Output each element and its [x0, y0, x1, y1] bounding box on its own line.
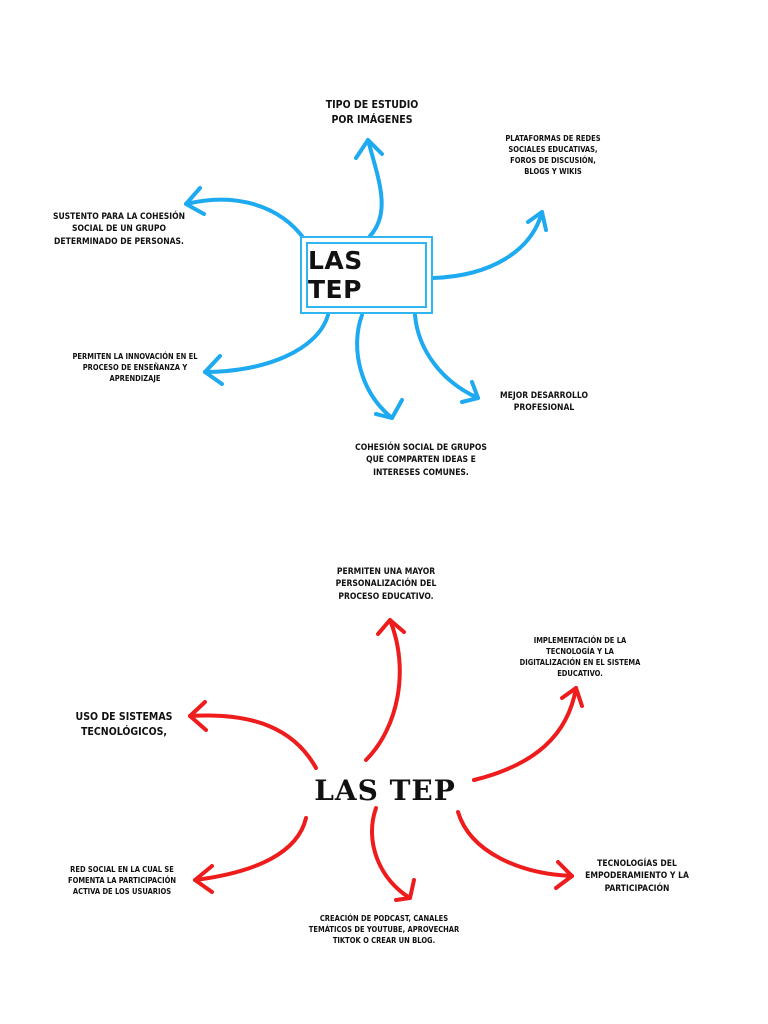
- bottom-node-red-social: Red social en la cual se fomenta la part…: [67, 865, 176, 896]
- top-center-box: LAS TEP: [300, 236, 433, 314]
- arrow-head-cohesion: [374, 398, 404, 420]
- bottom-node-uso-de-sistemas: Uso de sistemas tecnológicos,: [75, 711, 173, 739]
- arrow-head-sustento: [184, 186, 206, 216]
- arrow-head-personalizacion: [376, 618, 406, 636]
- top-center-title: LAS TEP: [306, 242, 427, 308]
- arrow-head-empoderamiento: [554, 860, 574, 890]
- arrow-to-tipo-de-estudio: [366, 138, 384, 238]
- arrow-to-plataformas: [431, 210, 544, 280]
- top-node-innovacion: Permiten la innovación en el proceso de …: [72, 352, 198, 383]
- arrow-to-creacion: [370, 806, 412, 900]
- bottom-center-title: LAS TEP: [314, 773, 456, 807]
- arrow-to-cohesion: [355, 313, 394, 420]
- arrow-head-uso-de-sistemas: [188, 700, 208, 732]
- arrow-head-plataformas: [526, 210, 548, 232]
- bottom-node-empoderamiento: Tecnologías del empoderamiento y la part…: [585, 859, 689, 894]
- arrow-to-uso-de-sistemas: [188, 713, 318, 770]
- top-node-desarrollo: Mejor desarrollo profesional: [500, 391, 588, 414]
- arrow-to-empoderamiento: [456, 810, 574, 878]
- top-node-sustento: Sustento para la cohesión social de un g…: [52, 212, 186, 247]
- arrow-to-red-social: [193, 816, 308, 882]
- top-node-tipo-de-estudio: Tipo de estudio por imágenes: [325, 99, 419, 127]
- top-node-plataformas: Plataformas de redes sociales educativas…: [505, 134, 601, 176]
- top-node-cohesion: Cohesión social de grupos que comparten …: [355, 443, 487, 478]
- arrow-head-desarrollo: [460, 380, 480, 404]
- arrow-head-creacion: [394, 878, 416, 902]
- arrow-head-implementacion: [560, 686, 584, 708]
- bottom-node-creacion: Creación de podcast, canales temáticos d…: [308, 914, 460, 945]
- arrow-to-desarrollo: [413, 313, 480, 400]
- bottom-node-implementacion: Implementación de la tecnología y la dig…: [519, 636, 641, 678]
- arrow-to-implementacion: [472, 686, 578, 782]
- bottom-node-personalizacion: Permiten una mayor personalización del p…: [335, 567, 437, 602]
- arrow-head-innovacion: [203, 354, 224, 386]
- arrow-to-personalizacion: [364, 618, 402, 762]
- arrow-head-red-social: [193, 864, 214, 894]
- arrow-to-innovacion: [203, 313, 330, 374]
- arrow-to-sustento: [184, 197, 307, 242]
- arrow-head-tipo-de-estudio: [354, 138, 384, 160]
